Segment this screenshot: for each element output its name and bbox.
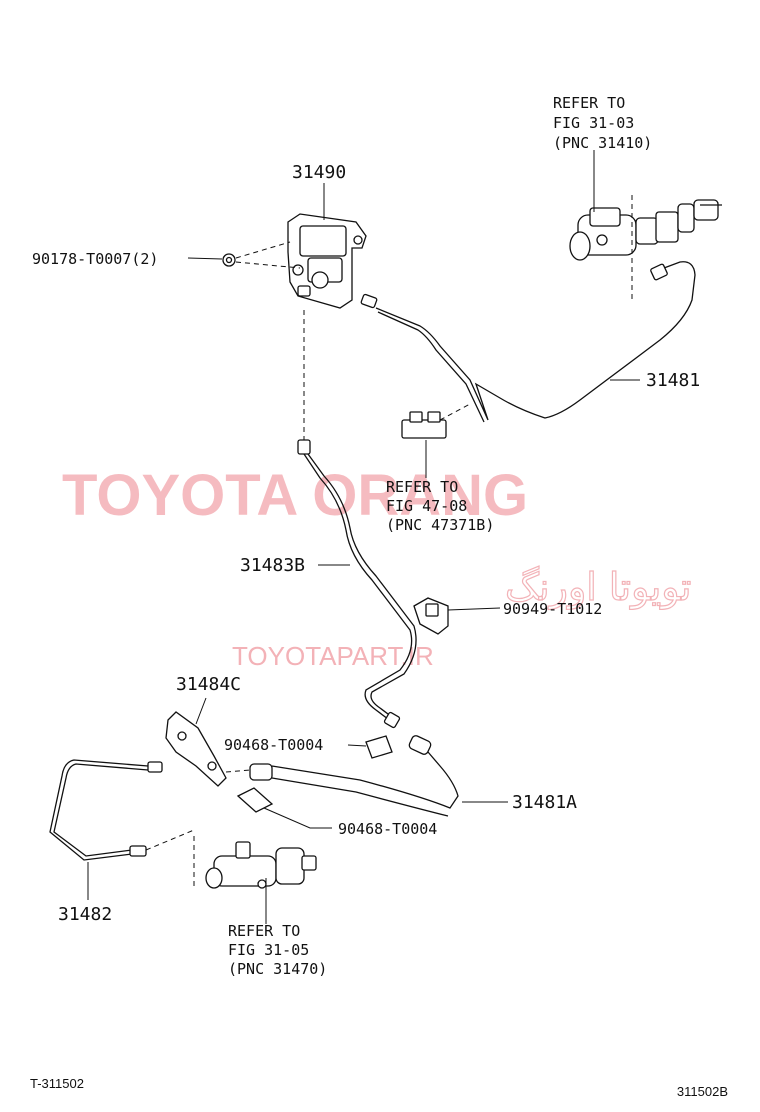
clip-90468-bottom [236,787,274,813]
leader-90949 [447,607,501,611]
leader-31484c [195,697,207,725]
refer-3105-line3: (PNC 31470) [228,960,327,978]
watermark-persian: تویوتا اورنگ [505,565,692,610]
label-90468-top: 90468-T0004 [224,736,323,754]
label-31481a: 31481A [512,792,577,813]
label-31481: 31481 [646,370,700,391]
label-31483b: 31483B [240,555,305,576]
pipe-31483b [297,439,417,729]
refer-3103-line3: (PNC 31410) [553,134,652,152]
refer-3105-line1: REFER TO [228,922,300,940]
pipe-31481 [360,261,696,423]
relay-valve [287,213,367,309]
hose-31481a [249,735,459,817]
footer-left-code: T-311502 [30,1076,84,1091]
leader-90178 [187,257,223,260]
pipe-31482 [49,759,163,861]
refer-4708-line3: (PNC 47371B) [386,516,494,534]
clip-90468-top [365,735,393,759]
refer-3103-line1: REFER TO [553,94,625,112]
hose-dash [225,769,251,773]
label-31484c: 31484C [176,674,241,695]
master-cylinder [569,199,722,261]
label-31482: 31482 [58,904,112,925]
refer-3103-line2: FIG 31-03 [553,114,634,132]
pipe-31482-dash [145,829,195,851]
clip-90949 [413,597,449,635]
bolt-dash-1 [235,241,291,259]
clamp-dash [439,403,471,421]
watermark-url: TOYOTAPART.IR [232,641,434,671]
label-31490: 31490 [292,162,346,183]
watermark-brand: TOYOTA ORANG [62,463,528,528]
refer-4708-line1: REFER TO [386,478,458,496]
refer-4708-line2: FIG 47-08 [386,497,467,515]
pipe-clamp-47371b [401,411,447,439]
footer-right-code: 311502B [677,1084,728,1099]
label-90468-bottom: 90468-T0004 [338,820,437,838]
slave-cylinder [205,841,317,889]
bracket-31484c [165,711,227,787]
bolt-dash-2 [235,261,301,269]
label-90949: 90949-T1012 [503,600,602,618]
label-90178: 90178-T0007(2) [32,250,158,268]
bolt-90178 [222,253,236,267]
leader-90468-bottom [263,807,332,829]
refer-3105-line2: FIG 31-05 [228,941,309,959]
leader-90468-top [347,744,367,747]
